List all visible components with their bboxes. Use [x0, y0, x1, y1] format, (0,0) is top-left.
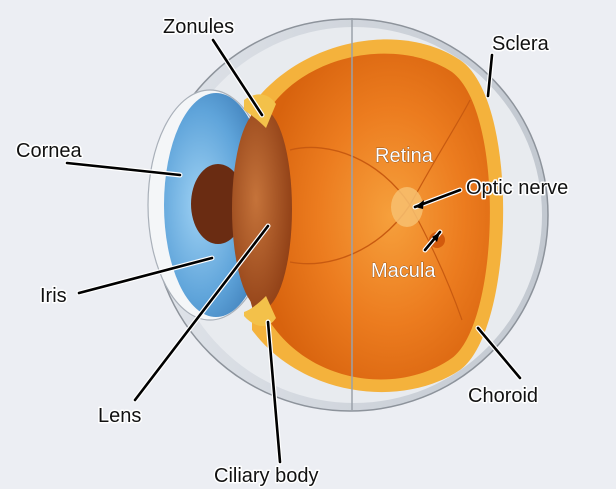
retina-interior: [270, 54, 490, 380]
label-iris: Iris: [40, 285, 67, 307]
label-macula: Macula: [371, 260, 436, 282]
label-retina: Retina: [375, 145, 434, 167]
label-ciliary-body: Ciliary body: [214, 465, 318, 487]
label-sclera: Sclera: [492, 33, 550, 55]
label-zonules: Zonules: [163, 16, 234, 38]
label-choroid: Choroid: [468, 385, 538, 407]
label-cornea: Cornea: [16, 140, 82, 162]
label-lens: Lens: [98, 405, 141, 427]
label-optic-nerve: Optic nerve: [466, 177, 568, 199]
